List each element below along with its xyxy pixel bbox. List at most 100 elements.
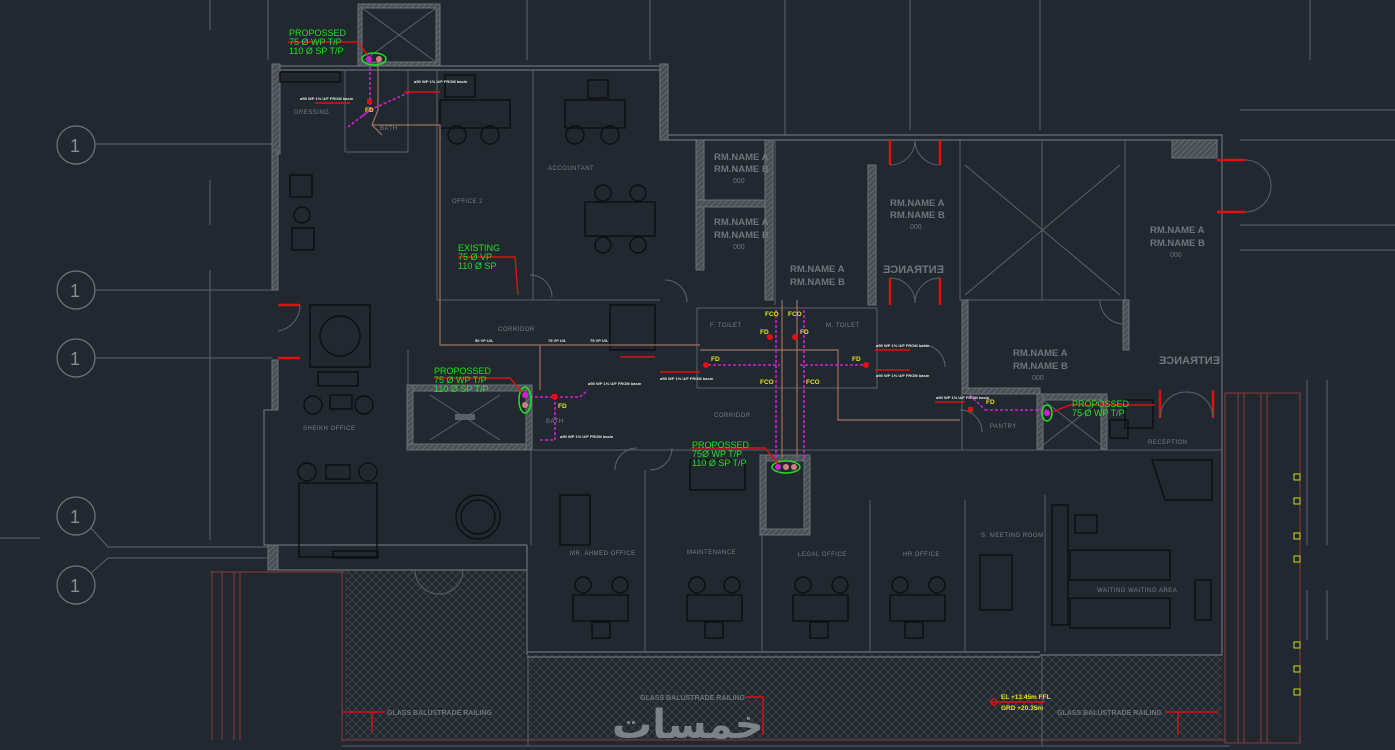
pipe-note: ø50 WP 1% U/F FROM basin: [876, 373, 930, 378]
room-tag-number: 000: [1170, 252, 1182, 259]
callout-status: PROPOSSED: [434, 366, 492, 376]
floor-drain-tag: FD: [800, 329, 809, 336]
room-tag-b: RM.NAME B: [1150, 238, 1205, 249]
callout-line: 75 Ø WP T/P: [434, 375, 487, 385]
pipe-note: ø50 WP 1% U/F FROM basin: [660, 376, 714, 381]
walls: [263, 3, 1223, 658]
grid-bubble-label: 1: [70, 507, 80, 527]
entrance-labels: ENTRANCE ENTRANCE: [883, 264, 1220, 367]
room-label: MR. AHMED OFFICE: [570, 551, 636, 557]
grid-bubble-label: 1: [70, 576, 80, 596]
room-label: OFFICE 2: [452, 199, 483, 205]
pipe-note: ø50 WP 1% U/F FROM basin: [414, 79, 468, 84]
grid-bubble-label: 1: [70, 281, 80, 301]
pipe-note: ø50 WP 1% U/F FROM basin: [300, 96, 354, 101]
pipe-note: 75 VP U/L: [590, 338, 609, 343]
callout-line: 75Ø WP T/P: [692, 449, 742, 459]
pipe-notes: ø50 WP 1% U/F FROM basin ø50 WP 1% U/F F…: [300, 79, 990, 439]
grid-bubble: 1: [56, 338, 272, 378]
room-label: MAINTENANCE: [687, 550, 736, 556]
room-label: CORRIDOR: [714, 413, 751, 419]
floor-cleanout-tag: FCO: [806, 379, 820, 386]
room-tag: RM.NAME A RM.NAME B 000: [1150, 225, 1205, 259]
room-label: F. TOILET: [710, 323, 742, 329]
floor-cleanout-tag: FCO: [788, 311, 802, 318]
level-elevation: EL +13.45m FFL: [1001, 694, 1051, 701]
grid-bubble: 1: [56, 270, 272, 310]
room-tag-a: RM.NAME A: [790, 264, 845, 275]
room-label: WAITING WAITING AREA: [1097, 588, 1177, 594]
floor-cleanout-tag: FCO: [765, 311, 779, 318]
room-label: ACCOUNTANT: [548, 166, 594, 172]
fixtures: FD FD FD FD FD FD FD FCO FCO FCO FCO: [361, 52, 1053, 474]
pipe-note: 50 VP U/L: [475, 338, 494, 343]
callout-stack-2: PROPOSSED 75 Ø WP T/P 110 Ø SP T/P: [434, 366, 492, 394]
room-label: CORRIDOR: [498, 327, 535, 333]
room-label: S. MEETING ROOM: [981, 533, 1044, 539]
room-label: M. TOILET: [826, 323, 860, 329]
railing-label: GLASS BALUSTRADE RAILING: [387, 710, 493, 717]
entrance-label: ENTRANCE: [1159, 355, 1220, 367]
room-tag-b: RM.NAME B: [890, 210, 945, 221]
level-ground: GRD +20.35m: [1001, 705, 1043, 712]
callout-line: 75 Ø VP: [458, 252, 492, 262]
grid-lines: [0, 0, 1395, 640]
room-tag-b: RM.NAME B: [1013, 361, 1068, 372]
furniture: [279, 71, 1213, 639]
grid-bubble: 1: [56, 557, 272, 605]
pipe-note: ø50 WP 1% U/F FROM basin: [560, 434, 614, 439]
room-tag-b: RM.NAME B: [790, 277, 845, 288]
terrace: [210, 392, 1301, 747]
callout-stack-4: PROPOSSED 75 Ø WP T/P: [1072, 399, 1130, 418]
grid-bubbles: 1 1 1 1 1: [56, 125, 272, 605]
room-tag-a: RM.NAME A: [1150, 225, 1205, 236]
stack-marker: [361, 52, 387, 66]
callout-line: 75 Ø WP T/P: [289, 37, 342, 47]
room-label: LEGAL OFFICE: [798, 552, 847, 558]
room-tag: RM.NAME ARM.NAME B 000: [890, 198, 945, 231]
railing-labels: GLASS BALUSTRADE RAILING GLASS BALUSTRAD…: [343, 695, 1218, 735]
room-label: BATH: [546, 419, 564, 425]
callout-status: EXISTING: [458, 243, 500, 253]
doors: [277, 139, 1272, 595]
pipe-note: ø50 WP 1% U/F FROM basin: [936, 395, 990, 400]
level-marker: EL +13.45m FFL GRD +20.35m: [990, 694, 1051, 712]
floor-cleanout-tag: FCO: [760, 379, 774, 386]
callout-stack-1: PROPOSSED 75 Ø WP T/P 110 Ø SP T/P: [289, 28, 347, 56]
floor-drain-tag: FD: [558, 403, 567, 410]
callout-line: 110 Ø SP T/P: [289, 46, 344, 56]
drainage-pipes: [347, 62, 1047, 460]
stack-marker: [771, 460, 801, 474]
stack-marker: [1041, 404, 1053, 422]
room-tag-a: RM.NAME A: [890, 198, 945, 209]
callout-line: 75 Ø WP T/P: [1072, 408, 1125, 418]
callout-line: 110 Ø SP T/P: [434, 384, 489, 394]
pipe-note: 75 VP U/L: [548, 338, 567, 343]
entrance-label: ENTRANCE: [883, 264, 944, 276]
room-label: HR OFFICE: [903, 552, 940, 558]
pipe-note: ø50 WP 1% U/F FROM basin: [588, 381, 642, 386]
floor-drain-tag: FD: [986, 399, 995, 406]
pipe-note: ø50 WP 1% U/F FROM basin: [876, 343, 930, 348]
room-tag-a: RM.NAME A: [714, 217, 769, 228]
floor-drain-tag: FD: [852, 356, 861, 363]
railing-label: GLASS BALUSTRADE RAILING: [1057, 710, 1163, 717]
room-tag-number: 000: [910, 224, 922, 231]
callout-line: 110 Ø SP T/P: [692, 458, 747, 468]
floor-drain-tag: FD: [760, 329, 769, 336]
callout-status: PROPOSSED: [692, 440, 750, 450]
grid-bubble: 1: [56, 496, 272, 548]
room-tag-b: RM.NAME B: [714, 164, 769, 175]
watermark-logo: خمسات: [612, 702, 764, 748]
railing-label: GLASS BALUSTRADE RAILING: [640, 695, 746, 702]
floor-drain-tag: FD: [711, 356, 720, 363]
room-tag-a: RM.NAME A: [714, 152, 769, 163]
callout-stack-3: PROPOSSED 75Ø WP T/P 110 Ø SP T/P: [692, 440, 750, 468]
room-labels: DRESSING BATH OFFICE 2 ACCOUNTANT CORRID…: [294, 110, 1187, 594]
railing-posts: [1293, 473, 1301, 696]
